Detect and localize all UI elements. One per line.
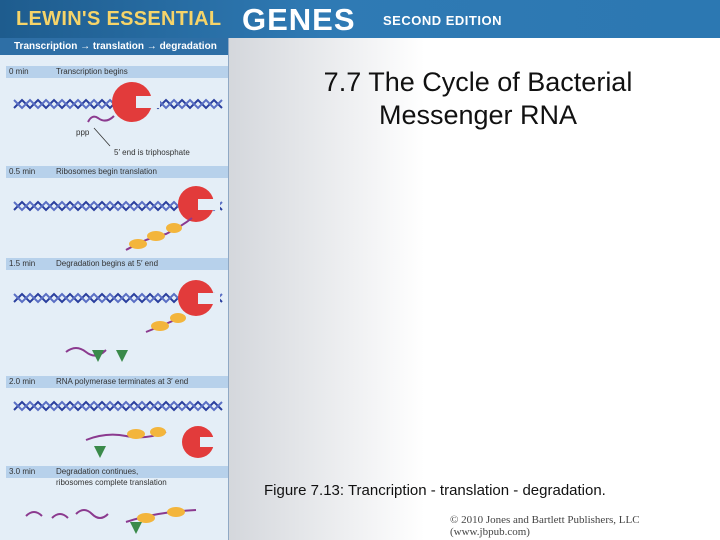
ribosome-icon — [167, 507, 185, 517]
nuclease-icon — [130, 522, 142, 534]
nuclease-icon — [116, 350, 128, 362]
ribosome-icon — [170, 313, 186, 323]
rna-polymerase-icon — [178, 186, 220, 222]
figure-header: Transcription → translation → degradatio… — [0, 38, 228, 55]
ribosome-icon — [150, 427, 166, 437]
mrna-icon — [88, 116, 114, 122]
lane-illustration — [6, 166, 228, 258]
ribosome-icon — [129, 239, 147, 249]
label-ppp: ppp — [76, 128, 89, 137]
ribosome-icon — [147, 231, 165, 241]
figure-panel: Transcription → translation → degradatio… — [0, 38, 229, 540]
figure-header-text: Transcription → translation → degradatio… — [14, 41, 217, 52]
mrna-fragment-icon — [26, 512, 42, 516]
brand-genes: GENES — [242, 2, 356, 38]
lane-illustration — [6, 376, 228, 466]
lane-illustration — [6, 258, 228, 376]
ribosome-icon — [137, 513, 155, 523]
nuclease-icon — [94, 446, 106, 458]
brand-edition: SECOND EDITION — [383, 13, 502, 28]
lane-3-0-min: 3.0 min Degradation continues, ribosomes… — [6, 466, 228, 540]
mrna-fragment-icon — [52, 514, 68, 518]
ribosome-icon — [127, 429, 145, 439]
label-triphosphate: 5′ end is triphosphate — [114, 148, 190, 157]
figure-caption: Figure 7.13: Trancription - translation … — [264, 482, 606, 499]
lane-0-min: 0 min Transcription begins ppp 5′ end is… — [6, 66, 228, 162]
mrna-fragment-icon — [76, 510, 108, 518]
slide-title-line-1: 7.7 The Cycle of Bacterial — [268, 66, 688, 99]
copyright-notice: © 2010 Jones and Bartlett Publishers, LL… — [450, 514, 720, 538]
released-rna-polymerase-icon — [182, 426, 220, 458]
ribosome-icon — [166, 223, 182, 233]
lane-0-5-min: 0.5 min Ribosomes begin translation — [6, 166, 228, 258]
ribosome-icon — [151, 321, 169, 331]
lane-illustration — [6, 466, 228, 540]
rna-polymerase-icon — [112, 82, 160, 122]
brand-lewins-essential: LEWIN'S ESSENTIAL — [16, 8, 221, 31]
lane-1-5-min: 1.5 min Degradation begins at 5′ end — [6, 258, 228, 376]
mrna-icon — [126, 510, 196, 522]
header-banner: LEWIN'S ESSENTIAL GENES SECOND EDITION — [0, 0, 720, 38]
rna-polymerase-icon — [178, 280, 220, 316]
slide-title: 7.7 The Cycle of Bacterial Messenger RNA — [268, 66, 688, 132]
slide-title-line-2: Messenger RNA — [268, 99, 688, 132]
lane-2-0-min: 2.0 min RNA polymerase terminates at 3′ … — [6, 376, 228, 466]
